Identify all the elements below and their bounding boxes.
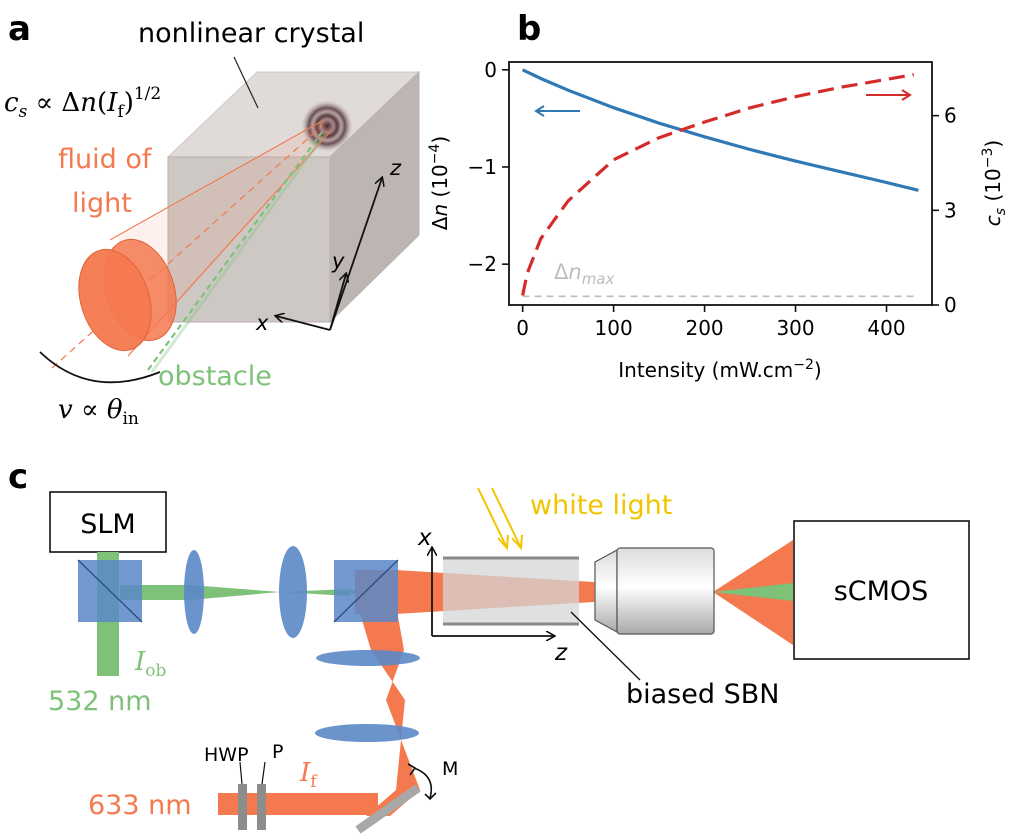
wavelength-633: 633 nm (88, 790, 192, 821)
axis-z-label-a: z (389, 156, 402, 180)
mirror-label: M (442, 758, 458, 780)
beam-splitter-2 (333, 559, 399, 623)
crystal-label: nonlinear crystal (138, 18, 364, 49)
sbn-pointer (570, 611, 641, 681)
i-ob-label: Iob (134, 647, 167, 681)
axis-z-label-c: z (554, 640, 568, 666)
beam-splitter-1 (77, 559, 143, 623)
y-right-tick-label: 6 (944, 104, 957, 128)
panel-c: SLM (48, 487, 970, 834)
plot-frame (508, 61, 933, 306)
left-axis-arrow (534, 105, 580, 117)
lens-4 (315, 724, 419, 742)
y-right-tick-label: 3 (944, 198, 957, 222)
hwp-plate (238, 784, 247, 830)
obstacle-label: obstacle (158, 361, 272, 392)
scmos-label: sCMOS (834, 576, 929, 607)
slm-box (49, 491, 167, 553)
obstacle-beam (147, 131, 327, 373)
x-tick-label: 400 (867, 316, 905, 340)
i-f-label: If (299, 758, 318, 792)
hwp-label: HWP (204, 744, 249, 766)
right-axis-arrow (866, 89, 912, 101)
axis-x-label-a: x (255, 311, 269, 335)
chart-series (521, 68, 919, 298)
y-axis-right-label: cs (10−3) (980, 140, 1009, 226)
x-axis-label: Intensity (mW.cm−2) (618, 357, 821, 382)
x-tick-label: 0 (516, 316, 529, 340)
dn-max-label: Δnmax (554, 260, 614, 288)
white-light-arrows (477, 487, 523, 551)
v-formula: v ∝ θin (58, 395, 139, 429)
y-axis-left-label: Δn (10−4) (427, 136, 452, 230)
fluid-label-line1: fluid of (58, 144, 153, 175)
cs-series (521, 73, 915, 296)
green-beam-out (713, 583, 793, 601)
axis-x-label-c: x (417, 525, 432, 551)
crystal-pointer (233, 56, 259, 109)
sbn-crystal (443, 556, 579, 626)
cs-formula: cs ∝ Δn(If)1/2 (4, 84, 161, 122)
x-tick-label: 200 (685, 316, 723, 340)
panel-b-chart: 0 100 200 300 400 0 −1 −2 0 3 6 Δnmax Intensity (m… (427, 58, 1009, 382)
x-tick-label: 300 (776, 316, 814, 340)
white-light-label: white light (530, 490, 672, 521)
wavelength-532: 532 nm (48, 686, 152, 717)
chart-ticks: 0 100 200 300 400 0 −1 −2 0 3 6 (468, 58, 957, 340)
mirror (355, 784, 421, 834)
y-right-tick-label: 0 (944, 293, 957, 317)
p-plate (257, 784, 266, 830)
axes-xyz-a (276, 178, 382, 331)
panel-a-label: a (8, 9, 31, 49)
panel-a: nonlinear crystal cs ∝ Δn(If)1/2 fluid o… (4, 18, 421, 429)
microscope-objective (594, 547, 715, 635)
y-left-tick-label: −2 (468, 252, 497, 276)
output-spot (301, 100, 353, 152)
axes-xz-c (432, 548, 554, 636)
panel-c-label: c (8, 457, 28, 497)
y-left-tick-label: 0 (484, 58, 497, 82)
lens-1 (184, 550, 204, 634)
axis-y-label-a: y (331, 249, 345, 273)
y-left-tick-label: −1 (468, 155, 497, 179)
nonlinear-crystal (166, 70, 421, 324)
lens-2 (279, 546, 307, 638)
panel-b-label: b (517, 9, 541, 49)
fluid-label-line2: light (72, 188, 132, 219)
scmos-box (793, 520, 970, 660)
lens-3 (316, 650, 420, 666)
x-tick-label: 100 (595, 316, 633, 340)
delta-n-series (521, 68, 919, 192)
slm-label: SLM (80, 509, 135, 540)
biased-sbn-label: biased SBN (626, 679, 779, 710)
mirror-rotation-arrow (413, 767, 433, 799)
angle-arc (39, 351, 161, 384)
p-label: P (272, 741, 283, 763)
fluid-of-light-beam (51, 120, 332, 369)
